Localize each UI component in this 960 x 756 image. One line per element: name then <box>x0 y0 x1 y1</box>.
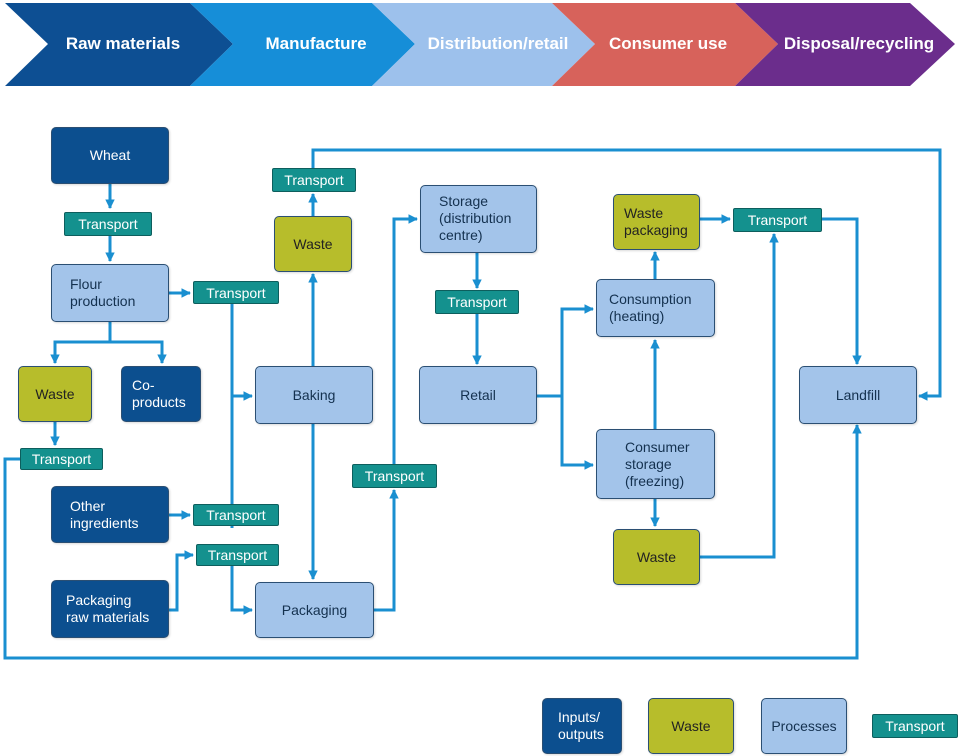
node-packaging-raw-materials: Packaging raw materials <box>51 580 169 638</box>
connector-pkgtransport-packaging <box>230 566 253 615</box>
node-co-products: Co- products <box>121 366 201 422</box>
connector-transport-landfill <box>822 217 862 365</box>
node-wheat: Wheat <box>51 127 169 184</box>
legend-transport: Transport <box>872 714 958 738</box>
connector-retail-storage <box>560 396 594 470</box>
transport-waste-flour: Transport <box>20 448 103 470</box>
node-retail: Retail <box>419 366 537 424</box>
node-packaging: Packaging <box>255 582 374 638</box>
connector-retail-consumption <box>560 304 594 396</box>
lifecycle-stage-banner <box>5 3 955 86</box>
node-flour-production: Flour production <box>51 264 169 322</box>
node-consumption-heating: Consumption (heating) <box>596 279 715 337</box>
legend-waste: Waste <box>648 698 734 754</box>
node-consumer-storage: Consumer storage (freezing) <box>596 429 715 499</box>
node-landfill: Landfill <box>799 366 917 424</box>
legend-processes: Processes <box>761 698 847 754</box>
transport-packaging-raw: Transport <box>196 544 279 566</box>
node-waste-packaging: Waste packaging <box>613 194 700 250</box>
connector-packaging-transport <box>374 489 399 612</box>
connector-flour-split <box>50 322 112 364</box>
connector-pkgraw-transport <box>169 550 194 612</box>
transport-wheat: Transport <box>64 212 152 236</box>
node-waste-baking: Waste <box>274 216 352 272</box>
node-baking: Baking <box>255 366 373 424</box>
stage-distribution-chevron <box>372 3 595 86</box>
transport-packaging: Transport <box>352 464 437 488</box>
transport-waste-packaging: Transport <box>733 208 822 232</box>
transport-waste-baking: Transport <box>272 168 356 192</box>
connector-flour-coproducts <box>110 340 167 364</box>
connector-transport-storage <box>392 214 418 464</box>
node-other-ingredients: Other ingredients <box>51 486 169 543</box>
stage-consumer-use-chevron <box>552 3 778 86</box>
connector-waste-transport-landfill <box>3 424 862 660</box>
stage-disposal-chevron <box>735 3 955 86</box>
transport-other-ingredients: Transport <box>193 504 279 526</box>
node-waste-flour: Waste <box>18 366 92 422</box>
stage-raw-materials-chevron <box>5 3 233 86</box>
node-storage-distribution-centre: Storage (distribution centre) <box>420 185 537 253</box>
connector-top-transport-landfill <box>311 148 942 401</box>
transport-flour: Transport <box>193 281 279 304</box>
stage-raw-materials-label: Raw materials <box>65 34 181 53</box>
stage-consumer-use-label: Consumer use <box>608 34 728 53</box>
stage-distribution-label: Distribution/retail <box>427 34 569 53</box>
connector-consumerwaste-transport <box>700 233 779 559</box>
transport-storage: Transport <box>435 290 519 314</box>
stage-manufacture-chevron <box>190 3 415 86</box>
node-waste-consumer: Waste <box>613 529 700 585</box>
stage-disposal-label: Disposal/recycling <box>783 34 935 53</box>
legend-inputs-outputs: Inputs/ outputs <box>542 698 622 754</box>
stage-manufacture-label: Manufacture <box>265 34 367 53</box>
